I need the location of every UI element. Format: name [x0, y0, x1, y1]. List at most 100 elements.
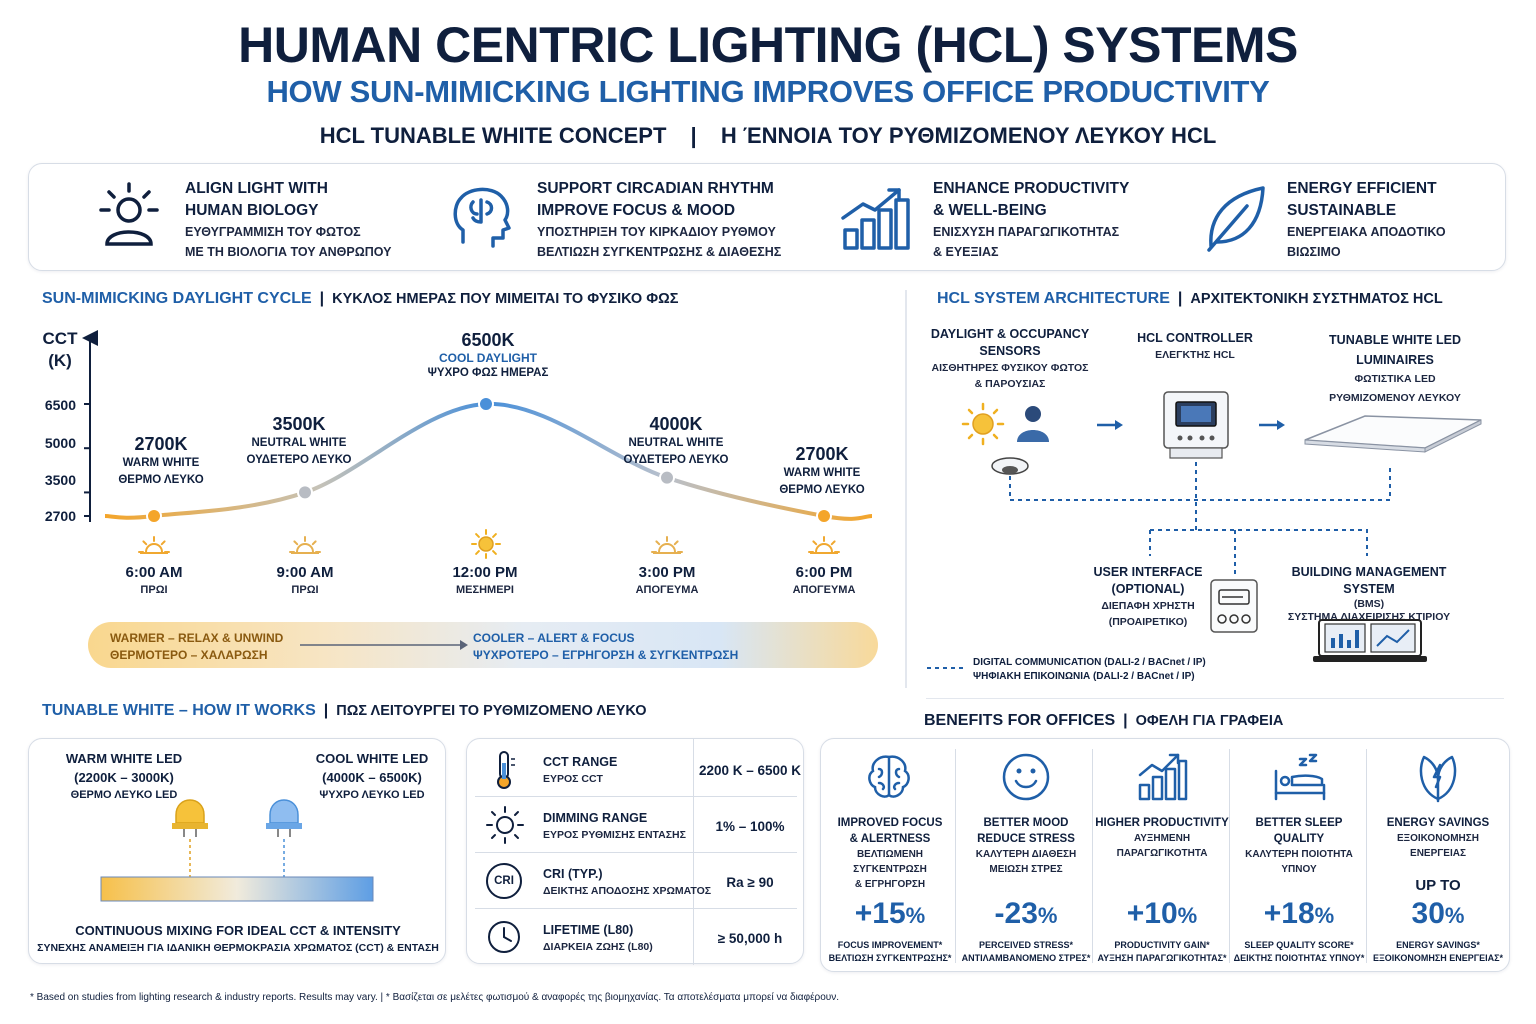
benefits-section-title: BENEFITS FOR OFFICES|ΟΦΕΛΗ ΓΙΑ ΓΡΑΦΕΙΑ: [924, 712, 1283, 730]
ui-title-line-1: USER INTERFACE: [1093, 565, 1203, 579]
cct-data-point: [146, 508, 162, 524]
tunable-title-en: TUNABLE WHITE – HOW IT WORKS: [42, 702, 316, 719]
point-name: WARM WHITE: [783, 467, 861, 479]
benefit-percentage-unit: %: [1314, 903, 1335, 928]
feature-greek-line-1: ΕΝΕΡΓΕΙΑΚΑ ΑΠΟΔΟΤΙΚΟ: [1287, 225, 1446, 239]
person-sun-icon: [99, 182, 159, 246]
hcl-controller-icon: [1163, 391, 1229, 459]
benefit-footnote-en: PERCEIVED STRESS*: [978, 940, 1074, 950]
benefit-percentage: +18%: [1230, 897, 1368, 931]
benefit-title-line-1: BETTER MOOD: [983, 817, 1069, 829]
benefit-greek-line-2: ΣΥΓΚΕΝΤΡΩΣΗ: [853, 864, 927, 875]
spec-label: CRI (TYP.): [543, 867, 603, 881]
benefit-greek-line-1: ΚΑΛΥΤΕΡΗ ΔΙΑΘΕΣΗ: [975, 849, 1077, 860]
cool-led-greek: ΨΥΧΡΟ ΛΕΥΚΟ LED: [319, 789, 425, 801]
warm-led-label: WARM WHITE LED (2200K – 3000K) ΘΕΡΜΟ ΛΕΥ…: [49, 749, 199, 803]
point-name: WARM WHITE: [122, 457, 200, 469]
time-greek: ΠΡΩΙ: [140, 584, 168, 596]
controller-node: HCL CONTROLLER ΕΛΕΓΚΤΗΣ HCL: [1120, 330, 1270, 363]
sleep-bed-icon: [1274, 753, 1326, 801]
tunable-white-card: WARM WHITE LED (2200K – 3000K) ΘΕΡΜΟ ΛΕΥ…: [28, 738, 446, 964]
architecture-diagram: [927, 391, 1482, 669]
spec-value: 2200 K – 6500 K: [698, 763, 802, 778]
benefit-percentage: +15%: [821, 897, 959, 931]
tunable-title-separator: |: [323, 702, 329, 719]
section-divider: [926, 698, 1504, 699]
point-greek: ΟΥΔΕΤΕΡΟ ΛΕΥΚΟ: [246, 454, 352, 466]
time-value: 12:00 PM: [452, 564, 518, 581]
benefit-title-line-1: HIGHER PRODUCTIVITY: [1095, 817, 1229, 829]
benefit-divider: [1366, 749, 1367, 963]
features-card: ALIGN LIGHT WITH HUMAN BIOLOGY ΕΥΘΥΓΡΑΜΜ…: [28, 163, 1506, 271]
footnote: * Based on studies from lighting researc…: [30, 992, 840, 1003]
ui-greek-line-1: ΔΙΕΠΑΦΗ ΧΡΗΣΤΗ: [1101, 600, 1195, 612]
benefit-divider: [1229, 749, 1230, 963]
point-name: NEUTRAL WHITE: [251, 437, 347, 449]
benefit-greek-line-1: ΚΑΛΥΤΕΡΗ ΠΟΙΟΤΗΤΑ: [1245, 849, 1353, 860]
feature-align-biology: ALIGN LIGHT WITH HUMAN BIOLOGY ΕΥΘΥΓΡΑΜΜ…: [79, 164, 419, 272]
point-label-6pm: 2700K WARM WHITE ΘΕΡΜΟ ΛΕΥΚΟ: [762, 444, 882, 499]
cct-mix-gradient-bar: [100, 876, 374, 902]
warm-led-greek: ΘΕΡΜΟ ΛΕΥΚΟ LED: [70, 789, 178, 801]
y-axis-ticks: [84, 403, 90, 517]
daylight-title-separator: |: [319, 290, 325, 307]
benefit-footnote: PRODUCTIVITY GAIN* ΑΥΞΗΣΗ ΠΑΡΑΓΩΓΙΚΟΤΗΤΑ…: [1093, 939, 1231, 965]
spec-label: LIFETIME (L80): [543, 923, 634, 937]
benefit-upto-label: UP TO: [1415, 877, 1461, 894]
benefit-divider: [1092, 749, 1093, 963]
mixing-caption: CONTINUOUS MIXING FOR IDEAL CCT & INTENS…: [29, 921, 447, 956]
user-interface-panel-icon: [1210, 579, 1258, 633]
architecture-title-en: HCL SYSTEM ARCHITECTURE: [937, 290, 1170, 307]
time-label: 6:00 AM ΠΡΩΙ: [94, 564, 214, 596]
point-label-9am: 3500K NEUTRAL WHITE ΟΥΔΕΤΕΡΟ ΛΕΥΚΟ: [239, 414, 359, 469]
controller-greek: ΕΛΕΓΚΤΗΣ HCL: [1155, 349, 1235, 361]
benefit-percentage-value: +10: [1126, 897, 1178, 930]
benefit-percentage-value: -23: [994, 897, 1038, 930]
time-greek: ΑΠΟΓΕΥΜΑ: [792, 584, 856, 596]
y-tick-label: 2700: [44, 508, 76, 524]
cool-scale-label: COOLER – ALERT & FOCUS ΨΥΧΡΟΤΕΡΟ – ΕΓΡΗΓ…: [473, 630, 738, 664]
luminaires-greek-line-1: ΦΩΤΙΣΤΙΚΑ LED: [1354, 373, 1436, 385]
growth-chart-icon: [841, 188, 910, 250]
y-tick-label: 3500: [44, 472, 76, 488]
point-greek: ΘΕΡΜΟ ΛΕΥΚΟ: [779, 484, 865, 496]
sensors-greek-line-1: ΑΙΣΘΗΤΗΡΕΣ ΦΥΣΙΚΟΥ ΦΩΤΟΣ: [931, 362, 1089, 374]
benefit-greek-line-2: ΕΝΕΡΓΕΙΑΣ: [1410, 848, 1466, 859]
benefit-title-line-1: IMPROVED FOCUS: [837, 817, 943, 829]
smiley-icon: [1002, 753, 1050, 801]
feature-greek-line-2: ΒΙΩΣΙΜΟ: [1287, 245, 1341, 259]
benefit-title-line-1: BETTER SLEEP QUALITY: [1255, 817, 1343, 845]
benefit-percentage: +10%: [1093, 897, 1231, 931]
point-name: COOL DAYLIGHT: [438, 351, 537, 365]
sun-icon: [289, 536, 321, 554]
benefit-footnote: PERCEIVED STRESS* ΑΝΤΙΛΑΜΒΑΝΟΜΕΝΟ ΣΤΡΕΣ*: [957, 939, 1095, 965]
benefit-text: ENERGY SAVINGS ΕΞΟΙΚΟΝΟΜΗΣΗ ΕΝΕΡΓΕΙΑΣ: [1367, 815, 1509, 861]
sensors-node: DAYLIGHT & OCCUPANCY SENSORS ΑΙΣΘΗΤΗΡΕΣ …: [920, 326, 1100, 392]
daylight-title-gr: ΚΥΚΛΟΣ ΗΜΕΡΑΣ ΠΟΥ ΜΙΜΕΙΤΑΙ ΤΟ ΦΥΣΙΚΟ ΦΩΣ: [332, 291, 679, 307]
flow-arrow-icon: [1259, 420, 1285, 430]
time-value: 6:00 PM: [795, 564, 853, 581]
spec-row-divider: [475, 852, 797, 853]
warm-led-icon: [172, 799, 208, 837]
benefit-productivity: HIGHER PRODUCTIVITY ΑΥΞΗΜΕΝΗ ΠΑΡΑΓΩΓΙΚΟΤ…: [1093, 739, 1231, 973]
warm-scale-en: WARMER – RELAX & UNWIND: [110, 631, 284, 645]
y-tick-label: 6500: [44, 397, 76, 413]
feature-title-line-2: SUSTAINABLE: [1287, 202, 1397, 219]
point-cct: 4000K: [649, 414, 703, 434]
warm-led-title: WARM WHITE LED: [65, 751, 183, 766]
benefit-footnote-gr: ΔΕΙΚΤΗΣ ΠΟΙΟΤΗΤΑΣ ΥΠΝΟΥ*: [1233, 953, 1365, 963]
feature-title-line-1: ENHANCE PRODUCTIVITY: [933, 180, 1130, 197]
luminaires-title-line-1: TUNABLE WHITE LED: [1329, 333, 1461, 347]
benefit-text: BETTER SLEEP QUALITY ΚΑΛΥΤΕΡΗ ΠΟΙΟΤΗΤΑ Υ…: [1230, 815, 1368, 877]
benefit-footnote: FOCUS IMPROVEMENT* ΒΕΛΤΙΩΣΗ ΣΥΓΚΕΝΤΡΩΣΗΣ…: [821, 939, 959, 965]
legend-gr: ΨΗΦΙΑΚΗ ΕΠΙΚΟΙΝΩΝΙΑ (DALI-2 / BACnet / I…: [973, 671, 1195, 682]
concept-heading-gr: Η ΈΝΝΟΙΑ ΤΟΥ ΡΥΘΜΙΖΟΜΕΝΟΥ ΛΕΥΚΟΥ HCL: [720, 123, 1217, 148]
benefit-footnote-en: PRODUCTIVITY GAIN*: [1114, 940, 1210, 950]
benefit-title-line-2: REDUCE STRESS: [977, 833, 1075, 845]
time-greek: ΠΡΩΙ: [291, 584, 319, 596]
feature-greek-line-2: & ΕΥΕΞΙΑΣ: [933, 245, 999, 259]
point-cct: 2700K: [134, 434, 188, 454]
benefit-footnote-gr: ΕΞΟΙΚΟΝΟΜΗΣΗ ΕΝΕΡΓΕΙΑΣ*: [1372, 953, 1504, 963]
tunable-title-gr: ΠΩΣ ΛΕΙΤΟΥΡΓΕΙ ΤΟ ΡΥΘΜΙΖΟΜΕΝΟ ΛΕΥΚΟ: [336, 703, 647, 719]
time-label: 9:00 AM ΠΡΩΙ: [245, 564, 365, 596]
